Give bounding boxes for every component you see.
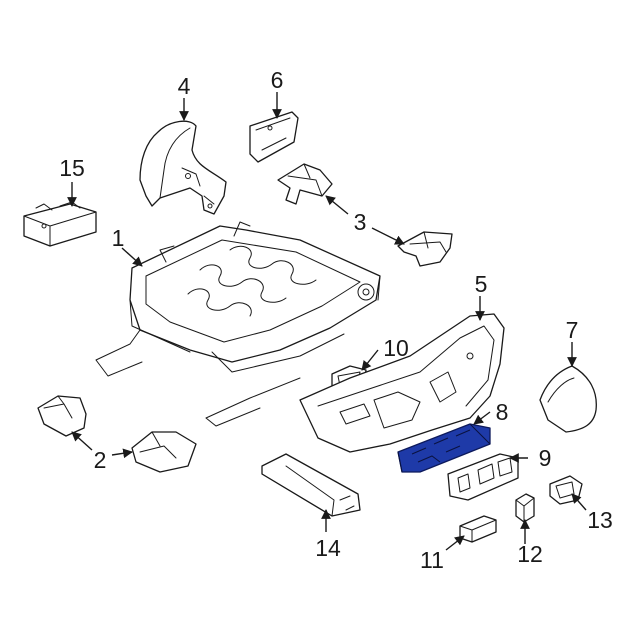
leader-2-left [71, 431, 93, 451]
leader-1 [121, 247, 143, 267]
part-1-seat-frame[interactable] [95, 221, 381, 427]
callout-15: 15 [59, 155, 85, 181]
part-8-seat-switch[interactable] [397, 423, 491, 473]
callout-14: 14 [315, 535, 341, 561]
part-12-knob[interactable] [515, 493, 535, 523]
part-14-trim-panel[interactable] [261, 453, 361, 517]
leader-10 [361, 349, 379, 371]
callout-8: 8 [496, 399, 509, 425]
callout-5: 5 [475, 271, 488, 297]
callout-labels: 15 4 6 3 1 2 10 5 7 8 9 11 12 13 14 [59, 67, 613, 573]
part-11-knob[interactable] [459, 515, 497, 543]
leader-3-upper [325, 195, 349, 215]
callout-13: 13 [587, 507, 613, 533]
part-4-side-shield[interactable] [139, 120, 227, 215]
part-9-switch-bezel[interactable] [447, 453, 519, 501]
callout-4: 4 [178, 73, 191, 99]
callout-6: 6 [271, 67, 284, 93]
callout-2: 2 [94, 447, 107, 473]
callout-9: 9 [539, 445, 552, 471]
part-2-track-cover-left[interactable] [37, 395, 87, 437]
callout-10: 10 [383, 335, 409, 361]
part-3-bracket-lower[interactable] [397, 231, 453, 267]
callout-11: 11 [420, 547, 444, 573]
leader-lines [67, 92, 587, 551]
leader-11 [445, 535, 465, 551]
part-3-bracket-upper[interactable] [277, 163, 333, 205]
callout-12: 12 [517, 541, 543, 567]
callout-7: 7 [566, 317, 579, 343]
part-15-module[interactable] [23, 201, 97, 247]
callout-1: 1 [112, 225, 125, 251]
callout-3: 3 [354, 209, 367, 235]
leader-2-right [111, 448, 133, 459]
leader-13 [571, 493, 587, 511]
leader-3-lower [371, 227, 405, 245]
leader-8 [473, 411, 491, 425]
part-7-inner-trim[interactable] [539, 365, 597, 433]
part-5-side-trim[interactable] [299, 313, 505, 453]
part-2-track-cover-right[interactable] [131, 431, 197, 473]
part-6-bracket[interactable] [249, 111, 299, 163]
